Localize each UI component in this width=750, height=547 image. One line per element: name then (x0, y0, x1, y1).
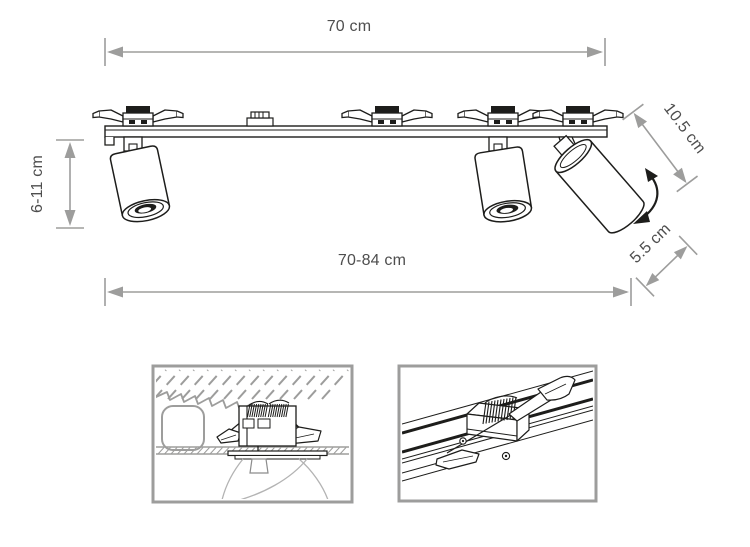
inset-frame-right (397, 364, 598, 503)
cutout-outline (161, 405, 205, 451)
dim-spot-diameter (635, 235, 698, 297)
clip-screws (459, 437, 511, 461)
spring-clip (532, 105, 624, 127)
tilt-arrow (633, 168, 659, 224)
lamp-silhouette (221, 458, 329, 499)
dim-spot-height (56, 139, 84, 229)
dim-rail-length (104, 38, 606, 66)
dim-overall-length (104, 278, 632, 306)
clip-lever (508, 375, 576, 422)
dim-label-overall-length: 70-84 cm (337, 252, 407, 269)
inset-recessed-mounting (151, 364, 354, 504)
inset-frame-left (151, 364, 354, 504)
spring-clip (341, 105, 433, 127)
dim-spot-body-length (622, 103, 699, 193)
spotlight-middle (473, 136, 534, 226)
dim-label-spot-height: 6-11 cm (29, 155, 46, 214)
recessed-clip-mechanism (216, 399, 328, 460)
mounting-rail (104, 125, 608, 146)
spotlight-left (108, 136, 173, 227)
cable-connector (246, 111, 274, 127)
dim-label-rail-length: 70 cm (326, 18, 372, 35)
spring-clip (92, 105, 184, 127)
spotlight-right-tilted (553, 134, 645, 234)
inset-rail-clip (397, 364, 598, 503)
clip-coil (482, 395, 518, 425)
